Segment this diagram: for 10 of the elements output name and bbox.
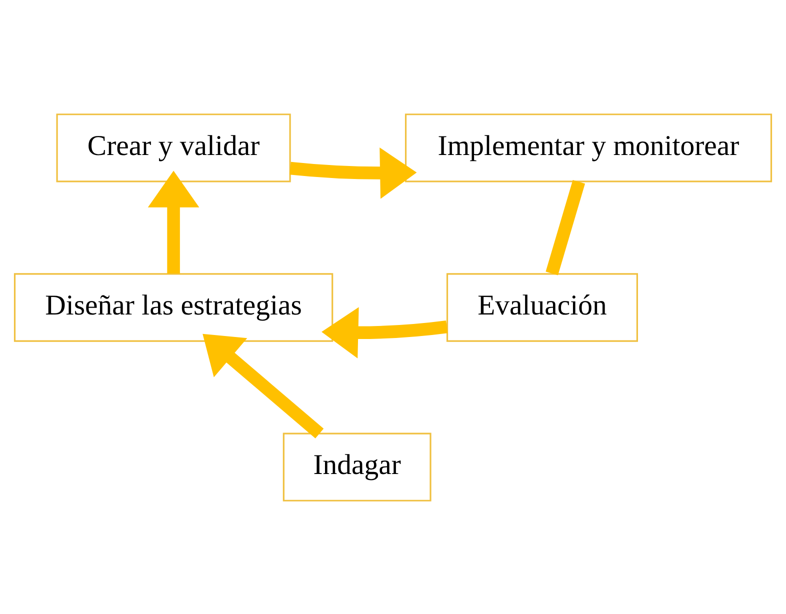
node-box: Evaluación <box>446 272 638 342</box>
node-box: Diseñar las estrategias <box>14 272 334 342</box>
arrow <box>202 333 324 438</box>
arrow <box>290 146 417 198</box>
node-box: Crear y validar <box>56 113 291 182</box>
node-box: Implementar y monitorear <box>404 113 772 182</box>
arrow <box>148 170 200 273</box>
arrow <box>322 306 448 358</box>
node-box: Indagar <box>282 432 432 501</box>
connector <box>546 180 586 275</box>
